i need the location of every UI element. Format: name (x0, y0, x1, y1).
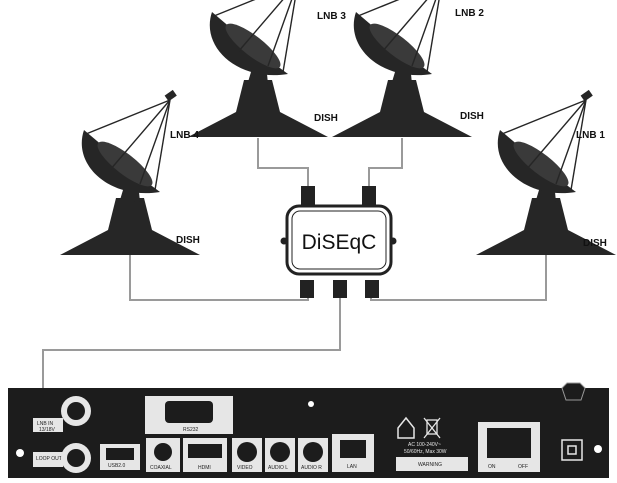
diseqc-label: DiSEqC (302, 231, 377, 254)
audio-r-label: AUDIO R (301, 465, 322, 471)
usb-label: USB2.0 (108, 463, 125, 469)
power-cord (561, 382, 586, 401)
power-switch[interactable] (487, 428, 531, 458)
audio-l-port[interactable] (270, 442, 290, 462)
lnb2-dish-label: DISH (460, 111, 484, 122)
coaxial-port[interactable] (154, 443, 172, 461)
power-rating-label: AC 100-240V~ (408, 442, 441, 448)
lan-label: LAN (347, 464, 357, 470)
dish-lnb4 (59, 89, 201, 256)
dish-lnb1 (475, 89, 617, 256)
usb-port[interactable] (106, 448, 134, 460)
dish-lnb3 (187, 0, 329, 138)
coaxial-label: COAXIAL (150, 465, 172, 471)
warning-label: WARNING (418, 462, 442, 468)
hdmi-label: HDMI (198, 465, 211, 471)
home-icon (397, 416, 415, 439)
cable-lnb2 (368, 138, 403, 196)
lnb2-label: LNB 2 (455, 8, 484, 19)
lnb-in-voltage-label: 13/18V (39, 427, 56, 433)
lnb-in-port-label: LNB IN (37, 421, 54, 427)
hdmi-port[interactable] (188, 444, 222, 458)
lnb4-dish-label: DISH (176, 235, 200, 246)
rs232-label: RS232 (183, 427, 199, 433)
cable-lnb1 (370, 255, 547, 301)
dish-lnb2 (331, 0, 473, 138)
cable-receiver (42, 292, 341, 395)
power-rating-label-2: 50/60Hz, Max 30W (404, 449, 447, 455)
lan-port[interactable] (340, 440, 366, 458)
power-on-label: ON (488, 464, 496, 470)
receiver-rear-panel: LNB IN 13/18V LOOP OUT RS232 USB2.0 COAX… (8, 382, 609, 478)
video-port[interactable] (237, 442, 257, 462)
lnb1-label: LNB 1 (576, 130, 605, 141)
audio-l-label: AUDIO L (268, 465, 288, 471)
cable-lnb4 (129, 255, 309, 301)
loop-out-port-label: LOOP OUT (36, 456, 62, 462)
diseqc-switch: DiSEqC (280, 186, 397, 298)
cable-lnb3 (257, 138, 309, 196)
audio-r-port[interactable] (303, 442, 323, 462)
lnb3-label: LNB 3 (317, 11, 346, 22)
weee-bin-icon (423, 417, 441, 439)
lnb4-label: LNB 4 (170, 130, 199, 141)
power-off-label: OFF (518, 464, 528, 470)
lnb3-dish-label: DISH (314, 113, 338, 124)
video-label: VIDEO (237, 465, 253, 471)
power-socket[interactable] (561, 439, 583, 461)
lnb1-dish-label: DISH (583, 238, 607, 249)
rs232-port[interactable] (165, 401, 213, 423)
